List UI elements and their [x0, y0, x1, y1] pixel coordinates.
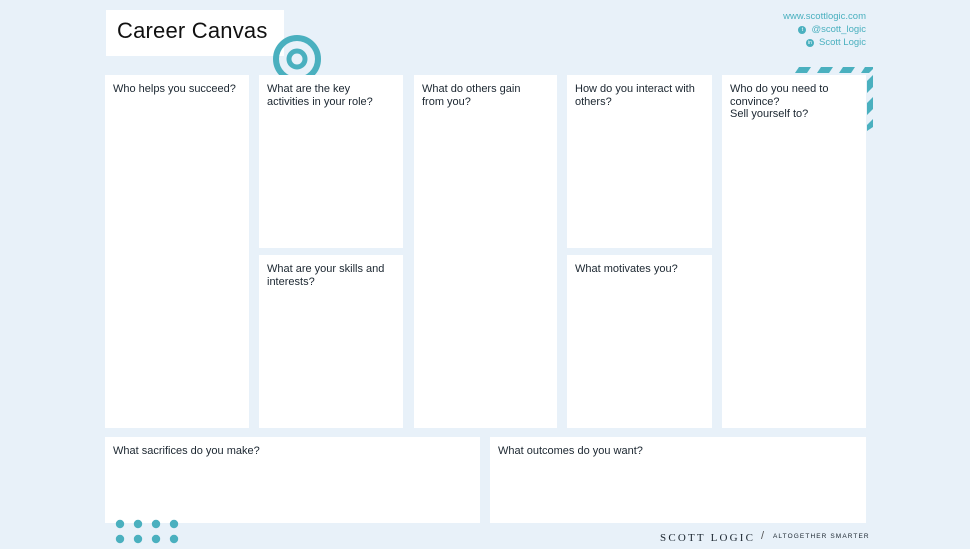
box-outcomes[interactable]: What outcomes do you want? [490, 437, 866, 523]
box-sacrifices[interactable]: What sacrifices do you make? [105, 437, 480, 523]
title-box [106, 10, 284, 56]
question-label: How do you interact with others? [575, 83, 695, 108]
twitter-link[interactable]: @scott_logic [811, 24, 866, 35]
box-skills[interactable]: What are your skills and interests? [259, 255, 403, 428]
question-label: What outcomes do you want? [498, 445, 643, 457]
linkedin-link[interactable]: Scott Logic [819, 37, 866, 48]
brand-logo: SCOTT LOGIC [660, 532, 756, 544]
linkedin-icon: in [806, 38, 814, 47]
contact-links: www.scottlogic.com t @scott_logic in Scott… [783, 10, 866, 49]
box-key-activities[interactable]: What are the key activities in your role… [259, 75, 403, 248]
box-convince[interactable]: Who do you need to convince? Sell yourse… [722, 75, 866, 428]
question-label: Who helps you succeed? [113, 83, 236, 95]
question-label: What motivates you? [575, 263, 678, 275]
question-label: What are your skills and interests? [267, 263, 385, 288]
question-label: What are the key activities in your role… [267, 83, 373, 108]
box-interact[interactable]: How do you interact with others? [567, 75, 712, 248]
divider: / [761, 530, 765, 542]
page-title: Career Canvas [117, 18, 268, 43]
question-label: What do others gain from you? [422, 83, 521, 108]
question-label: What sacrifices do you make? [113, 445, 260, 457]
box-key-partners[interactable]: Who helps you succeed? [105, 75, 249, 428]
box-motivates[interactable]: What motivates you? [567, 255, 712, 428]
stripe-decoration [795, 67, 873, 131]
box-value[interactable]: What do others gain from you? [414, 75, 557, 428]
website-link[interactable]: www.scottlogic.com [783, 11, 866, 22]
tagline: ALTOGETHER SMARTER [773, 533, 870, 540]
dots-decoration [115, 519, 179, 544]
twitter-icon: t [798, 25, 807, 34]
question-label: Who do you need to convince? Sell yourse… [730, 83, 829, 120]
